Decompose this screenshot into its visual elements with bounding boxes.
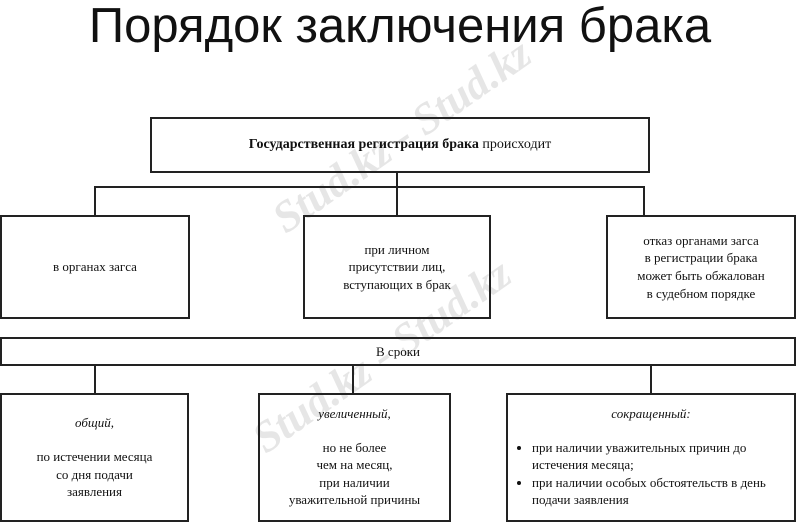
- top-box-normal: происходит: [482, 136, 552, 152]
- box-line: уважительной причины: [288, 492, 421, 508]
- list-item: при наличии уважительных причин до истеч…: [532, 439, 792, 474]
- connector: [94, 366, 96, 393]
- box-line: при наличии: [319, 474, 390, 490]
- connector: [352, 366, 354, 393]
- box-heading: общий,: [75, 415, 114, 431]
- connector: [650, 366, 652, 393]
- box-line: отказ органами загса: [643, 232, 759, 248]
- presence-box: при личном присутствии лиц, вступающих в…: [303, 215, 491, 319]
- box-line: в судебном порядке: [646, 285, 756, 301]
- connector: [94, 186, 96, 215]
- terms-label: В сроки: [376, 343, 420, 359]
- connector: [396, 186, 398, 215]
- connector: [94, 186, 645, 188]
- box-heading: сокращенный:: [611, 406, 691, 421]
- connector: [396, 173, 398, 187]
- terms-bar: В сроки: [0, 337, 796, 366]
- box-line: заявления: [66, 484, 122, 500]
- page-title: Порядок заключения брака: [88, 0, 712, 53]
- box-line: при личном: [364, 241, 430, 257]
- box-line: но не более: [322, 439, 387, 455]
- box-heading: увеличенный,: [318, 406, 391, 421]
- box-line: вступающих в брак: [343, 276, 451, 292]
- box-line: может быть обжалован: [637, 268, 765, 283]
- box-line: в органах загса: [53, 259, 137, 275]
- list-item: при наличии особых обстоятельств в день …: [532, 474, 792, 509]
- place-box: в органах загса: [0, 215, 190, 319]
- box-line: в регистрации брака: [644, 250, 758, 266]
- box-line: чем на месяц,: [316, 457, 393, 473]
- top-box: Государственная регистрация брака происх…: [150, 117, 650, 173]
- box-line: со дня подачи: [56, 466, 133, 482]
- top-box-bold: Государственная регистрация брака: [248, 136, 479, 152]
- box-line: присутствии лиц,: [348, 259, 446, 275]
- refusal-box: отказ органами загса в регистрации брака…: [606, 215, 796, 319]
- bullet-list: при наличии уважительных причин до истеч…: [510, 439, 792, 509]
- extended-term-box: увеличенный, но не более чем на месяц, п…: [258, 393, 451, 522]
- connector: [643, 186, 645, 215]
- general-term-box: общий, по истечении месяца со дня подачи…: [0, 393, 189, 522]
- box-line: по истечении месяца: [36, 448, 153, 464]
- shortened-term-box: сокращенный: при наличии уважительных пр…: [506, 393, 796, 522]
